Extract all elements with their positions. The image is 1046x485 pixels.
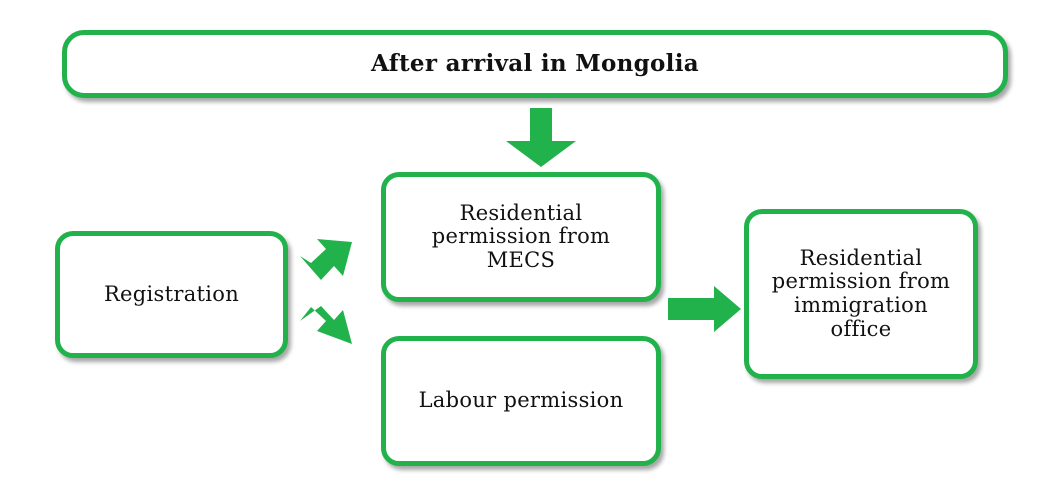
immigration-label-line-3: immigration [794, 293, 928, 317]
immigration-label-line-2: permission from [771, 269, 951, 294]
header-label: After arrival in Mongolia [371, 50, 699, 78]
immigration-permission-box: Residential permission from immigration … [744, 209, 978, 379]
arrow-mecs-to-immigration [668, 286, 741, 332]
labour-permission-box: Labour permission [381, 336, 661, 466]
arrow-registration-to-mecs [300, 239, 352, 280]
mecs-permission-box: Residential permission from MECS [381, 172, 661, 302]
registration-box: Registration [55, 231, 288, 358]
mecs-label-line-1: Residential [459, 200, 583, 225]
mecs-label-line-2: permission from [431, 224, 611, 249]
arrow-registration-to-labour [300, 306, 352, 344]
labour-label: Labour permission [418, 388, 624, 413]
immigration-label-line-1: Residential [799, 245, 923, 270]
immigration-label-line-4: office [830, 316, 892, 341]
header-box: After arrival in Mongolia [62, 30, 1008, 98]
mecs-label-line-3: MECS [486, 247, 556, 272]
registration-label: Registration [103, 281, 240, 306]
arrow-header-to-mecs [506, 108, 576, 167]
